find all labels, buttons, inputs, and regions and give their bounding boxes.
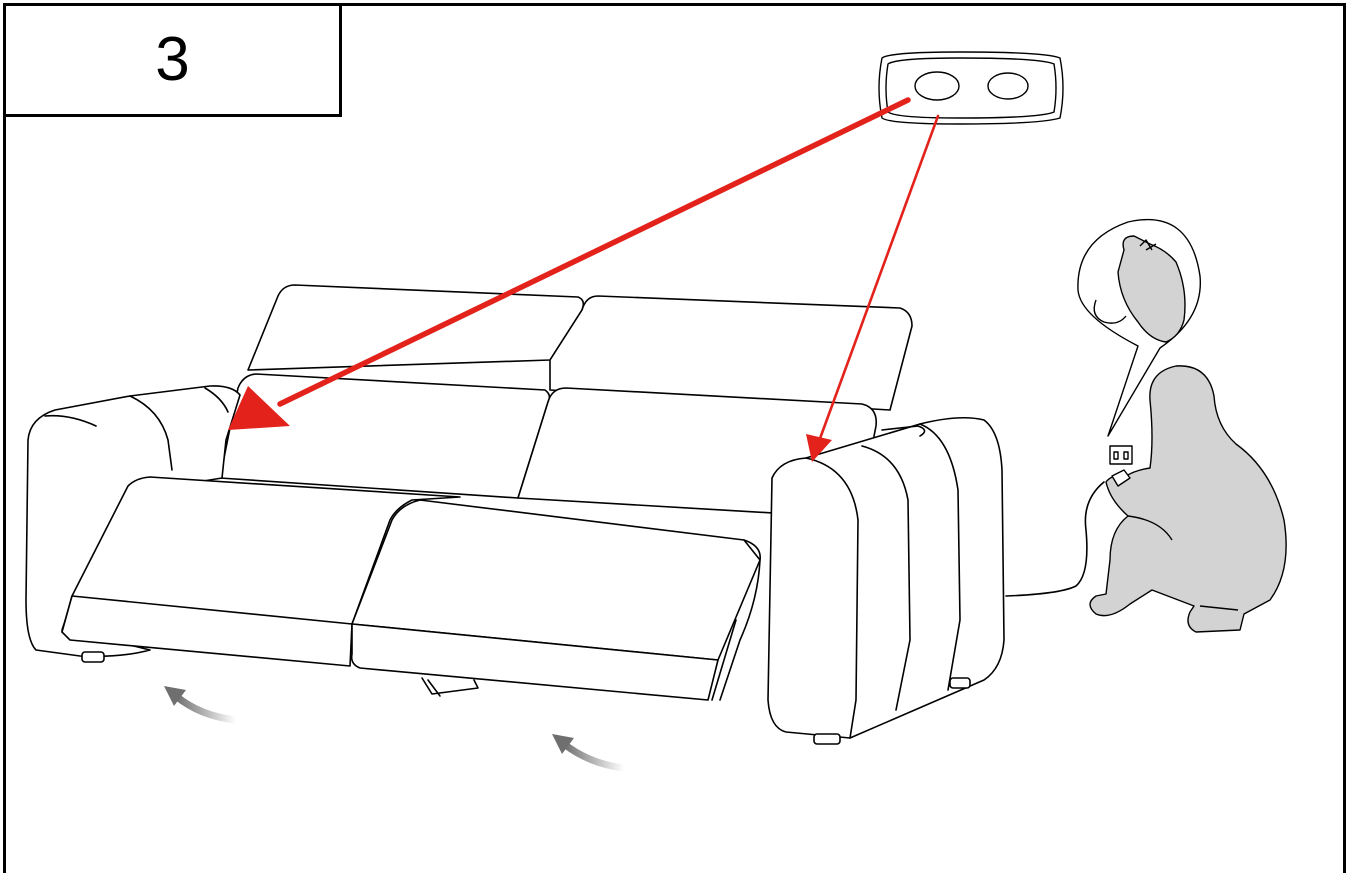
remote-button-left xyxy=(914,71,960,101)
seat-left xyxy=(61,476,461,633)
remote-control-icon xyxy=(878,51,1064,125)
step-number-box: 3 xyxy=(3,3,342,117)
back-left xyxy=(219,373,551,499)
motion-arrow-icon xyxy=(164,686,625,772)
arrow-to-left-seat xyxy=(277,97,911,407)
sofa-illustration xyxy=(25,284,1105,745)
instruction-frame xyxy=(3,3,1346,873)
remote-button-right xyxy=(987,72,1029,100)
headrest-left xyxy=(247,284,585,371)
arm-right xyxy=(767,416,1005,739)
arrow-head-left xyxy=(228,386,290,430)
footrest-left xyxy=(61,595,353,667)
step-number: 3 xyxy=(155,25,190,94)
arrow-head-right xyxy=(806,434,832,462)
headrest-right xyxy=(549,295,913,411)
footrest-right xyxy=(350,623,719,701)
direction-arrows xyxy=(228,97,940,462)
arrow-to-right-seat xyxy=(816,114,940,446)
person-plugging-in-icon xyxy=(1077,218,1287,633)
power-cable xyxy=(1005,481,1105,597)
